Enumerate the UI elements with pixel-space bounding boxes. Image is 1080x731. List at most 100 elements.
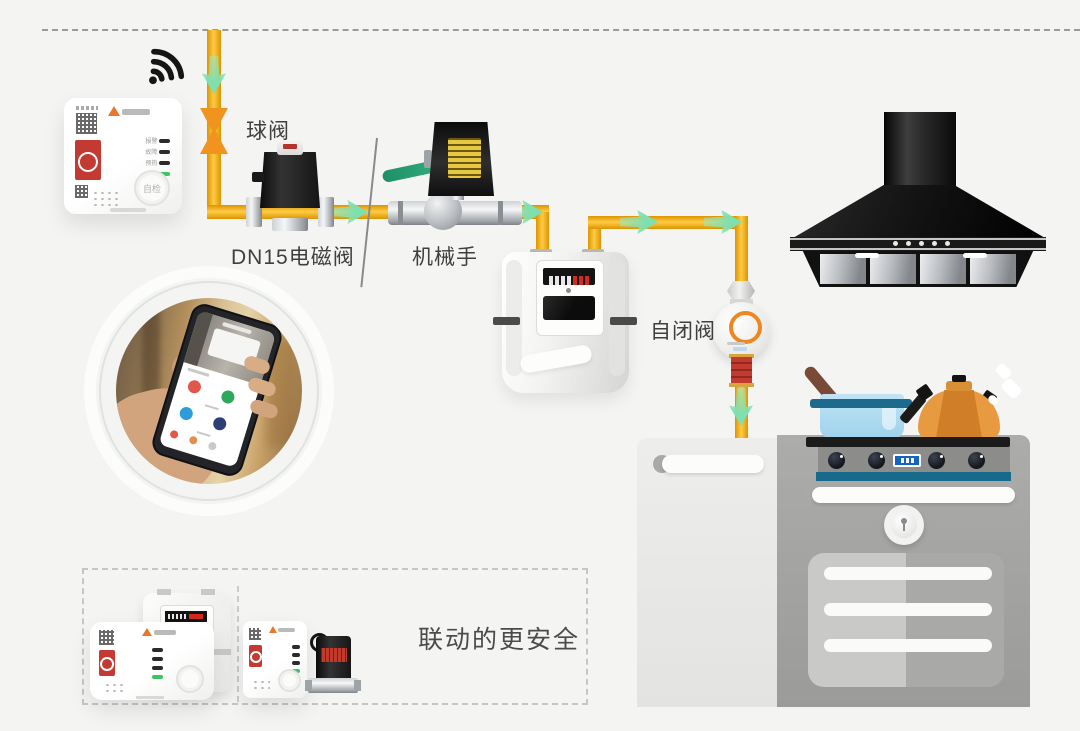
- panel-caption: 联动的更安全: [418, 626, 581, 654]
- hood-button: [919, 241, 924, 246]
- red-certification-sticker: [99, 650, 115, 676]
- hood-lamp: [963, 253, 987, 258]
- hood-control-strip: [790, 237, 1046, 251]
- filter-panel: [970, 254, 1016, 284]
- oven-dial: [884, 505, 924, 545]
- bottom-slot: [136, 696, 164, 699]
- app-small-icon: [169, 429, 180, 440]
- valve-blue-label: [733, 347, 747, 351]
- pipe-coupler: [246, 197, 262, 227]
- burner-knob: [868, 452, 885, 469]
- coupler-ring: [498, 201, 503, 225]
- pipe-coupler: [318, 197, 334, 227]
- led-indicator: [292, 653, 300, 658]
- stove-timer-display: [895, 456, 919, 465]
- manipulator-label: 机械手: [412, 246, 478, 269]
- hood-canopy: [793, 185, 1045, 238]
- meter-digit: [555, 276, 559, 285]
- brand-logo-text-blur: [154, 630, 176, 635]
- speaker-grill: [92, 190, 120, 206]
- led-indicator: [159, 150, 170, 155]
- mini-meter-nut: [157, 589, 171, 595]
- self-test-label: 自检: [142, 183, 161, 194]
- meter-right-clamp: [610, 317, 637, 325]
- mini-led: [292, 659, 300, 669]
- hood-button: [932, 241, 937, 246]
- mini-led: [292, 651, 300, 661]
- oven-door-slat: [824, 639, 992, 652]
- app-small-icon: [188, 435, 199, 446]
- valve-side-nub: [252, 172, 264, 182]
- led-indicator: [152, 648, 163, 653]
- app-icon-blue: [178, 405, 195, 422]
- camera-dark-strip: [183, 310, 213, 367]
- mini-digit-window: [165, 611, 207, 622]
- speaker-grill: [252, 679, 270, 690]
- qr-code: [99, 630, 114, 645]
- hood-button: [906, 241, 911, 246]
- mini-white-digits: [168, 614, 186, 619]
- lever-bolt: [424, 150, 432, 168]
- valve-hex-end: [305, 680, 312, 691]
- keyhole-icon: [903, 524, 905, 531]
- led-label: 故障: [145, 150, 158, 156]
- flow-arrow-icon: [620, 210, 658, 234]
- keyhole-icon: [901, 518, 907, 524]
- valve-brass-nut: [729, 383, 754, 387]
- brand-logo-text-blur: [122, 109, 150, 115]
- flow-arrow-icon: [201, 56, 227, 94]
- led-indicator: [292, 645, 300, 650]
- self-closing-valve-label: 自闭阀: [650, 320, 716, 343]
- valve-red-segment: [731, 357, 752, 384]
- cabinet-handle: [662, 455, 764, 473]
- brand-logo-text-blur: [278, 628, 295, 632]
- hood-button: [893, 241, 898, 246]
- led-indicator: [152, 675, 163, 680]
- ceiling-dashed-line: [42, 29, 1080, 31]
- steam-puff: [1000, 377, 1023, 400]
- brand-logo-icon: [142, 628, 152, 636]
- valve-orange-dial: [729, 311, 762, 344]
- red-certification-sticker: [75, 140, 101, 180]
- mini-led: [152, 664, 163, 674]
- mini-self-test-button: [278, 669, 301, 692]
- gas-alarm-device: 报警 故障 预热 电源 自检: [64, 98, 182, 214]
- brand-logo-icon: [269, 626, 277, 633]
- oven-door-slat: [824, 567, 992, 580]
- mini-red-digits: [189, 614, 203, 619]
- burner-knob: [828, 452, 845, 469]
- meter-digit: [567, 276, 571, 285]
- cooktop-bar: [806, 437, 1010, 447]
- meter-digit: [549, 276, 553, 285]
- kitchen-cabinet: [637, 438, 779, 707]
- product-combo-panel: [82, 568, 588, 705]
- meter-digit-red: [579, 276, 583, 285]
- red-certification-sticker: [249, 645, 262, 667]
- burner-knob: [968, 452, 985, 469]
- meter-digit-red: [573, 276, 577, 285]
- app-small-icon: [207, 441, 218, 452]
- display-segment: [900, 458, 904, 463]
- app-icon-green: [219, 388, 237, 406]
- stove-blue-accent: [816, 472, 1011, 481]
- led-indicator: [292, 661, 300, 666]
- pot-lid-rim: [810, 399, 912, 408]
- display-segment: [910, 458, 914, 463]
- oven-handle: [812, 487, 1015, 503]
- orange-kettle: [918, 390, 1000, 438]
- mini-led: [292, 643, 300, 653]
- gas-pipe-down-to-meter: [536, 212, 549, 260]
- app-camera-view: [183, 310, 277, 386]
- mini-gas-alarm: [90, 622, 214, 700]
- led-indicator: [159, 139, 170, 144]
- display-segment: [905, 458, 909, 463]
- self-test-button: 自检: [134, 170, 170, 206]
- meter-left-clamp: [493, 317, 520, 325]
- speaker-grill: [104, 682, 126, 694]
- app-icon-caption: [204, 404, 219, 411]
- led-indicator: [152, 657, 163, 662]
- meter-digit-red: [585, 276, 589, 285]
- mini-meter-nut: [201, 589, 215, 595]
- qr-code: [75, 185, 88, 198]
